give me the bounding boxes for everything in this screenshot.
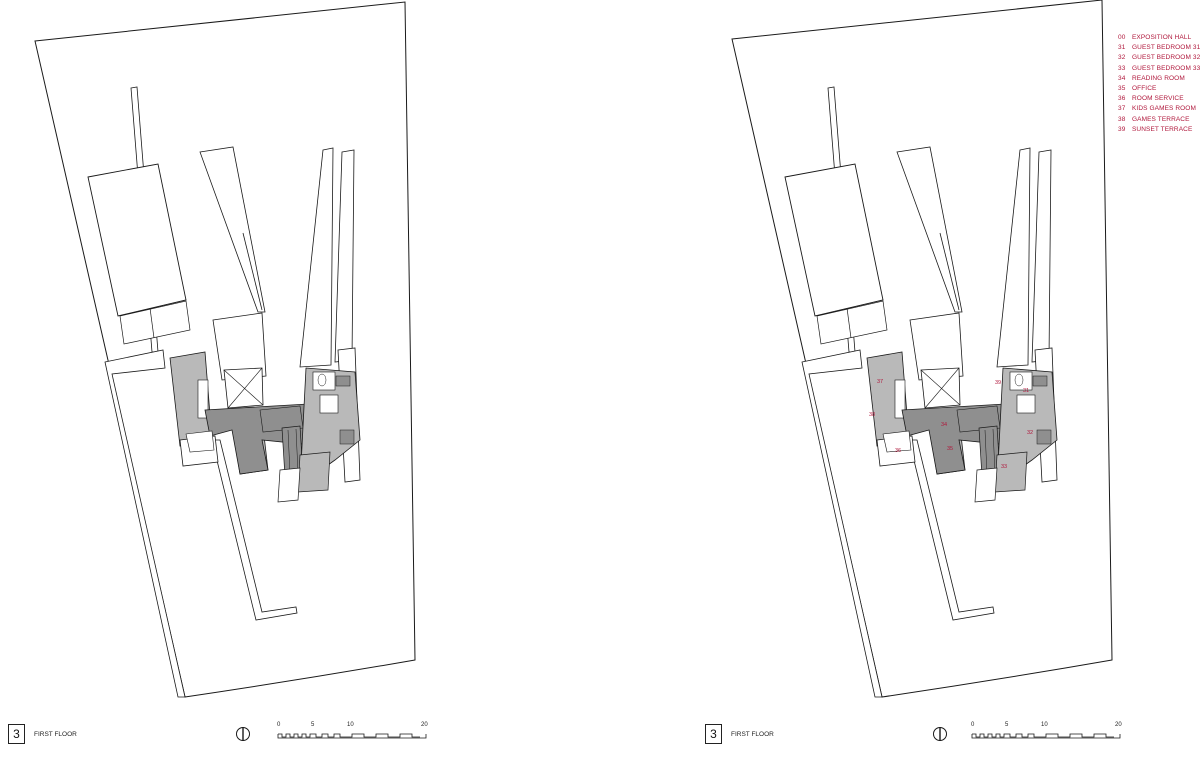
bed-32	[339, 429, 355, 445]
south-wall	[211, 439, 298, 621]
east-blade-1	[996, 147, 1031, 368]
pool-outline	[784, 163, 884, 317]
wedge-wall	[199, 146, 266, 313]
stair-left	[197, 379, 209, 419]
bed-32	[1036, 429, 1052, 445]
north-arrow-right	[933, 727, 947, 741]
scale-bar-left	[277, 733, 427, 739]
room-service	[882, 430, 912, 453]
room-tag: 39	[995, 380, 1001, 386]
garden-slab	[104, 349, 186, 698]
scale-tick: 10	[347, 722, 354, 728]
footer-left: 3 FIRST FLOOR 0 5 10 20	[8, 722, 438, 744]
floor-plan-left	[34, 1, 416, 698]
pool-inner	[119, 300, 191, 345]
room-tag: 33	[1001, 464, 1007, 470]
entrance-block	[212, 312, 267, 381]
scale-tick: 5	[311, 722, 315, 728]
south-wall	[908, 439, 995, 621]
floor-number-box: 3	[8, 724, 25, 744]
scale-tick: 0	[277, 722, 281, 728]
room-tag: 32	[1027, 430, 1033, 436]
garden-slab	[801, 349, 883, 698]
scale-tick: 10	[1041, 722, 1048, 728]
room-tag: 35	[947, 446, 953, 452]
room-tag: 38	[869, 412, 875, 418]
pool-inner	[816, 300, 888, 345]
room-service	[185, 430, 215, 453]
scale-tick: 0	[971, 722, 975, 728]
pool-outline	[87, 163, 187, 317]
bath-32	[1016, 394, 1036, 414]
east-blade-1	[299, 147, 334, 368]
floor-number-box: 3	[705, 724, 722, 744]
scale-tick: 5	[1005, 722, 1009, 728]
bedroom-33	[994, 451, 1028, 493]
bathtub-icon	[317, 373, 327, 387]
scale-tick: 20	[421, 722, 428, 728]
room-tag: 36	[895, 448, 901, 454]
bed-31	[335, 375, 351, 387]
bath-32	[319, 394, 339, 414]
terrace-east	[277, 467, 301, 503]
bedroom-33	[297, 451, 331, 493]
scale-bar-right	[971, 733, 1121, 739]
floor-label: FIRST FLOOR	[34, 731, 77, 738]
bed-31	[1032, 375, 1048, 387]
room-tag: 34	[941, 422, 947, 428]
stair-left	[894, 379, 906, 419]
entrance-block	[909, 312, 964, 381]
terrace-east	[974, 467, 998, 503]
floor-label: FIRST FLOOR	[731, 731, 774, 738]
floor-plan-right: 37 38 36 34 35 39 31 32 33	[731, 0, 1113, 698]
north-arrow-left	[236, 727, 250, 741]
room-tag: 37	[877, 379, 883, 385]
footer-right: 3 FIRST FLOOR 0 5 10 20	[705, 722, 1135, 744]
scale-tick: 20	[1115, 722, 1122, 728]
wedge-wall	[896, 146, 963, 313]
room-tag: 31	[1023, 388, 1029, 394]
bathtub-icon	[1014, 373, 1024, 387]
